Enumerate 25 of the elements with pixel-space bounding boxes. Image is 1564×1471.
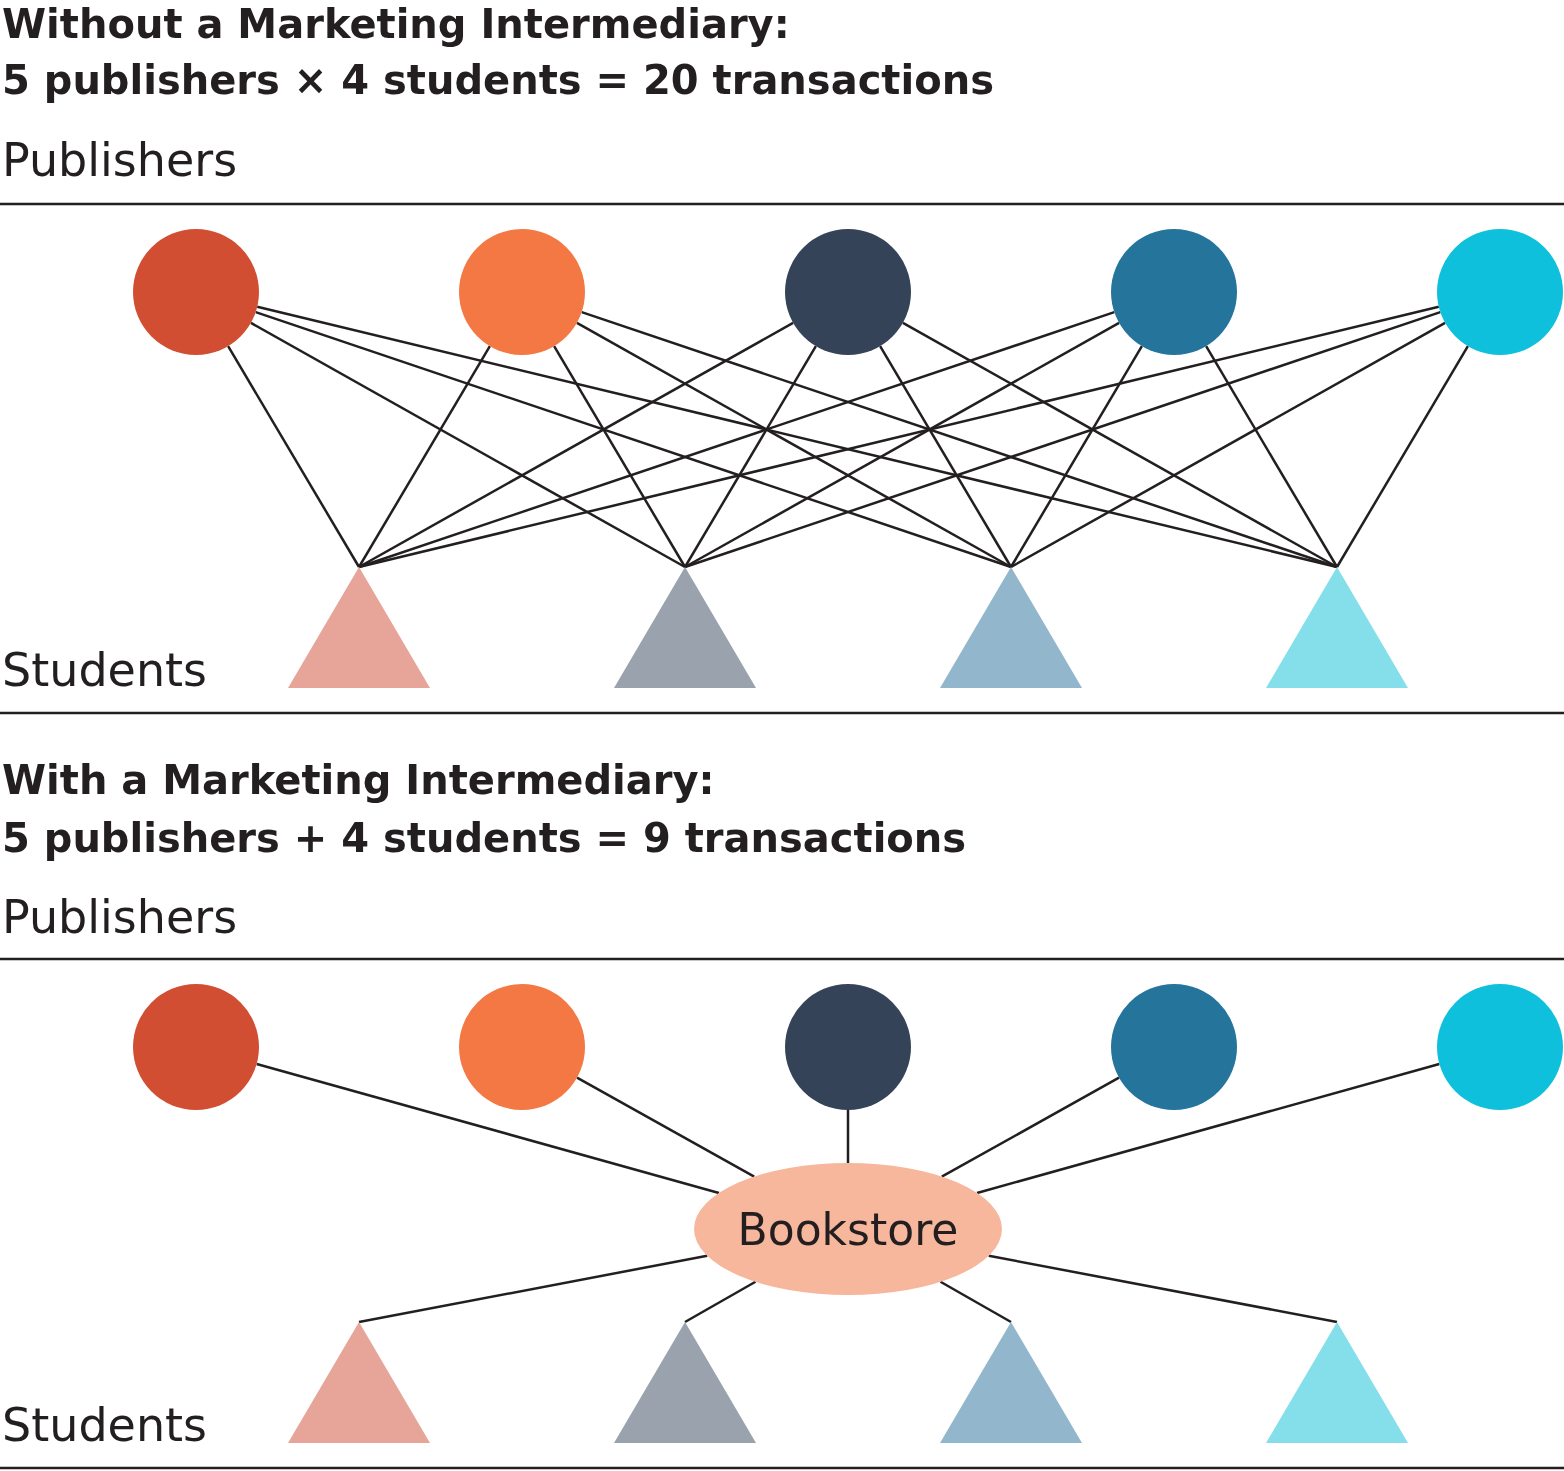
connector-line [879, 345, 1013, 568]
connector-line [1205, 345, 1339, 568]
connector-line [250, 321, 686, 569]
connector-line [1335, 345, 1469, 568]
connector-line [358, 1254, 708, 1324]
row-label: Publishers [2, 137, 238, 183]
row-label: Publishers [2, 894, 238, 940]
connector-line [988, 1254, 1338, 1324]
connector-line [684, 310, 1441, 569]
row-label: Students [2, 647, 208, 693]
connector-line [941, 1076, 1120, 1178]
connector-line [576, 1076, 755, 1178]
connector-line [256, 1062, 720, 1195]
connector-line [684, 1280, 757, 1324]
connector-line [846, 1110, 850, 1163]
connector-line [976, 1062, 1440, 1195]
connector-line [553, 345, 687, 568]
connector-line [1010, 321, 1446, 569]
row-label: Students [2, 1402, 208, 1448]
connector-line [357, 345, 491, 568]
connector-line [1009, 345, 1143, 568]
node-label: Bookstore [737, 1203, 959, 1255]
connector-line [227, 345, 361, 568]
connector-line [683, 345, 817, 568]
connector-line [939, 1280, 1012, 1324]
